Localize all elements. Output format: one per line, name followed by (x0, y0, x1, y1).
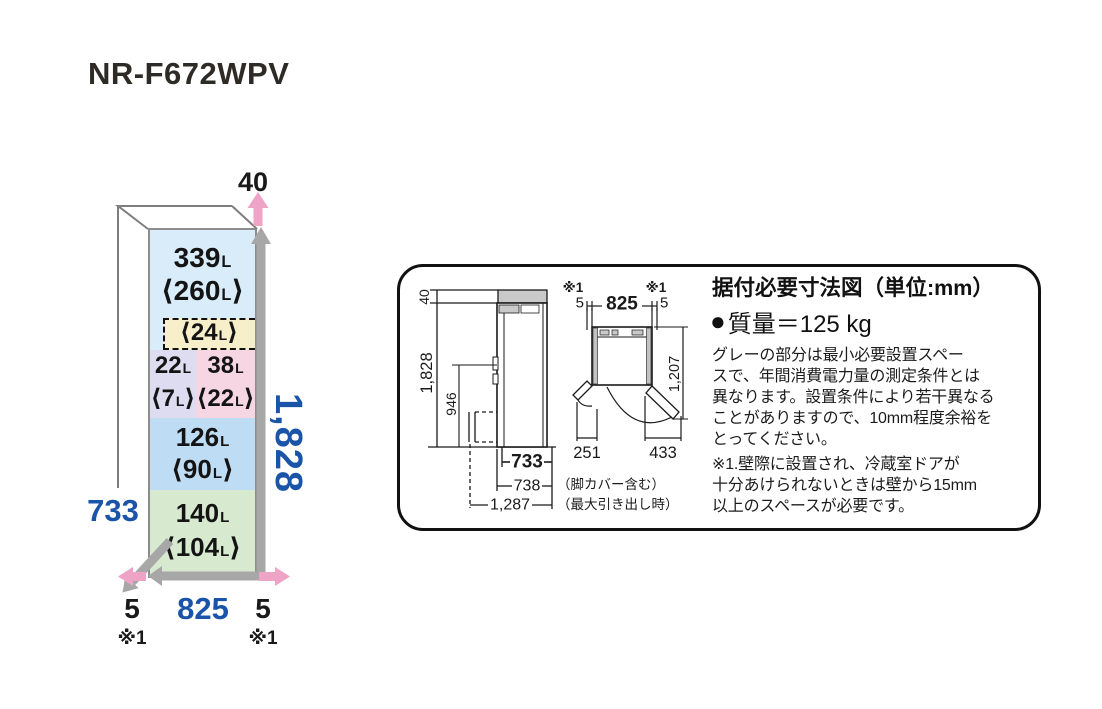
panel-title: 据付必要寸法図（単位:mm） (712, 276, 994, 300)
sv-depth-with-cover-note: （脚カバー含む） (557, 477, 665, 492)
description-line: ことがありますので、10mm程度余裕を (712, 410, 993, 427)
description-line: とってください。 (712, 431, 837, 448)
tv-right-door: 433 (649, 444, 677, 462)
tv-gap-right: 5 (660, 295, 668, 312)
tv-width: 825 (606, 294, 638, 315)
installation-description: グレーの部分は最小必要設置スペー スで、年間消費電力量の測定条件とは 異なります… (712, 345, 1040, 450)
sv-top-clearance: 40 (416, 289, 432, 305)
dim-gap-left-note: ※1 (117, 628, 147, 649)
installation-diagrams: 40 1,828 946 733 738 1,287 （脚カバー含む） （最大引… (416, 280, 688, 514)
wall-clearance-note: ※1.壁際に設置され、冷蔵室ドアが 十分あけられないときは壁から15mm 以上の… (712, 454, 1040, 517)
dim-height: 1,828 (267, 392, 309, 494)
clearance-arrow-right (259, 567, 290, 586)
bullet-icon: ● (710, 306, 726, 336)
sv-handle-height: 946 (443, 392, 459, 416)
weight-row: ● 質量＝125 kg (710, 304, 872, 339)
dim-depth: 733 (87, 493, 139, 528)
dim-top-clearance: 40 (237, 167, 269, 197)
dim-width: 825 (177, 591, 229, 626)
top-view-diagram (572, 301, 688, 441)
side-view-diagram (428, 289, 556, 509)
sv-depth: 733 (511, 452, 543, 473)
note-line: 十分あけられないときは壁から15mm (712, 477, 977, 494)
sv-depth-with-cover: 738 (514, 478, 541, 495)
dim-gap-right-note: ※1 (248, 628, 278, 649)
tv-wall-note-right: ※1 (646, 280, 667, 295)
model-title: NR-F672WPV (88, 56, 290, 91)
sv-height: 1,828 (418, 352, 436, 393)
note-line: ※1.壁際に設置され、冷蔵室ドアが (712, 456, 960, 473)
tv-wall-note-left: ※1 (563, 280, 584, 295)
sv-depth-max-drawer-note: （最大引き出し時） (557, 497, 679, 512)
weight-value: 質量＝125 kg (727, 311, 872, 338)
dim-gap-left: 5 (124, 593, 140, 624)
sv-depth-max-drawer: 1,287 (490, 497, 530, 514)
description-line: スで、年間消費電力量の測定条件とは (712, 368, 980, 385)
tv-left-door: 251 (573, 444, 601, 462)
tv-gap-left: 5 (576, 295, 584, 312)
note-line: 以上のスペースが必要です。 (712, 498, 914, 515)
description-line: 異なります。設置条件により若干異なる (712, 389, 995, 406)
description-line: グレーの部分は最小必要設置スペー (712, 347, 964, 364)
tv-open-depth: 1,207 (667, 356, 683, 392)
clearance-arrow-left (118, 567, 146, 586)
dim-gap-right: 5 (255, 593, 271, 624)
